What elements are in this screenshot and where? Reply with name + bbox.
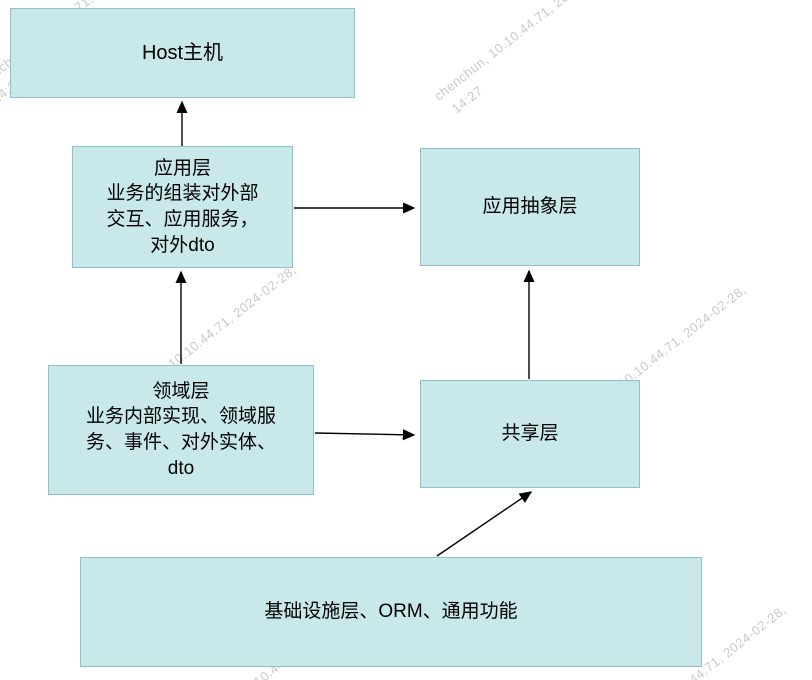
- node-domain-layer-line: dto: [167, 457, 195, 479]
- arrow-domain-to-shared: [314, 429, 416, 441]
- node-infrastructure-label: 基础设施层、ORM、通用功能: [264, 601, 518, 623]
- node-shared-layer: 共享层: [420, 380, 640, 488]
- node-application-abstraction-layer: 应用抽象层: [420, 148, 640, 266]
- node-domain-layer: 领域层 业务内部实现、领域服 务、事件、对外实体、 dto: [48, 365, 314, 495]
- node-application-layer: 应用层 业务的组装对外部 交互、应用服务， 对外dto: [72, 146, 293, 268]
- node-application-layer-line: 交互、应用服务，: [106, 209, 259, 230]
- node-host: Host主机: [10, 8, 355, 98]
- node-infrastructure-layer: 基础设施层、ORM、通用功能: [80, 557, 702, 667]
- arrow-infra-to-shared: [436, 491, 533, 557]
- node-domain-layer-line: 务、事件、对外实体、: [85, 432, 276, 453]
- node-application-layer-line: 对外dto: [150, 234, 215, 256]
- node-application-layer-line: 业务的组装对外部: [106, 183, 259, 205]
- node-application-abstraction-label: 应用抽象层: [482, 196, 578, 218]
- node-host-label: Host主机: [141, 41, 224, 64]
- node-domain-layer-line: 业务内部实现、领域服: [85, 406, 276, 428]
- node-shared-layer-label: 共享层: [501, 423, 559, 445]
- node-domain-layer-title: 领域层: [152, 380, 210, 402]
- node-application-layer-title: 应用层: [153, 157, 211, 179]
